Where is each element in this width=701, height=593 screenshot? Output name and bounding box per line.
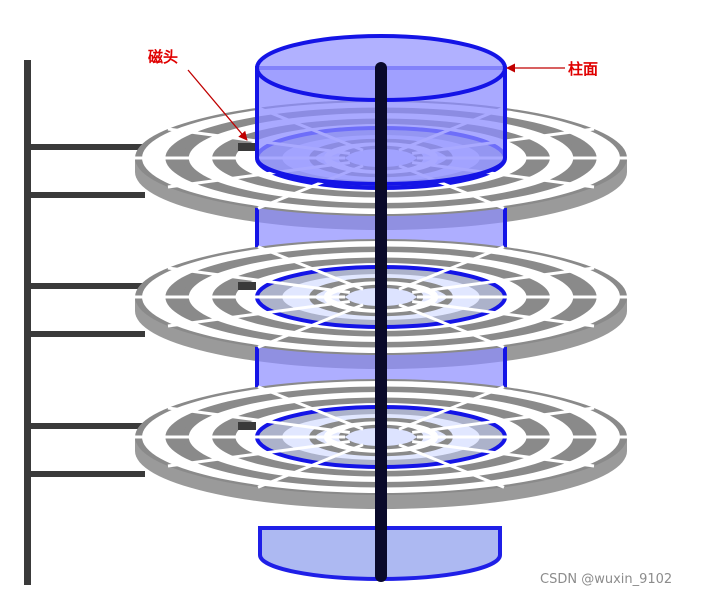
sector-line <box>167 266 351 294</box>
sector-line <box>398 245 505 291</box>
sector-line <box>411 406 595 434</box>
sector-line <box>257 443 364 489</box>
sector-line <box>411 300 595 328</box>
read-write-head <box>238 422 256 430</box>
cylinder-label: 柱面 <box>568 60 598 78</box>
head-arm-lower <box>27 471 145 477</box>
sector-line <box>411 266 595 294</box>
head-arm-lower <box>27 331 145 337</box>
sector-line <box>398 443 505 489</box>
spindle <box>375 62 387 582</box>
read-write-head <box>238 282 256 290</box>
watermark: CSDN @wuxin_9102 <box>540 572 672 587</box>
actuator-post <box>24 60 31 585</box>
sector-line <box>398 385 505 431</box>
read-write-head <box>238 143 256 151</box>
head-label: 磁头 <box>148 48 178 66</box>
sector-line <box>411 440 595 468</box>
sector-line <box>167 440 351 468</box>
head-arrow <box>187 69 248 141</box>
sector-line <box>398 303 505 349</box>
sector-line <box>257 303 364 349</box>
head-arm-lower <box>27 192 145 198</box>
sector-line <box>257 245 364 291</box>
sector-line <box>167 300 351 328</box>
platter <box>27 379 627 509</box>
sector-line <box>167 406 351 434</box>
sector-line <box>257 385 364 431</box>
